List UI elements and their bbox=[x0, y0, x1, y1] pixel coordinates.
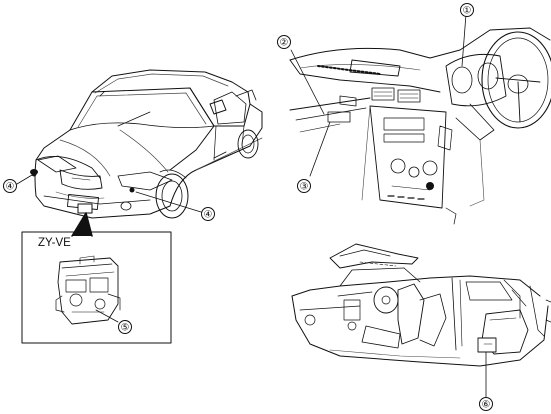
callout-1-label: ① bbox=[463, 6, 472, 17]
callout-4-right: ④ bbox=[135, 191, 215, 221]
interior-illustration bbox=[291, 243, 551, 399]
callout-5-label: ⑤ bbox=[121, 323, 130, 334]
callout-6: ⑥ bbox=[479, 397, 493, 411]
callout-4-right-label: ④ bbox=[204, 210, 213, 221]
inset-title: ZY-VE bbox=[38, 237, 71, 249]
callout-3-label: ③ bbox=[300, 182, 309, 193]
callout-3: ③ bbox=[297, 179, 311, 193]
callout-4-left: ④ bbox=[3, 174, 33, 193]
callout-2: ② bbox=[277, 35, 291, 49]
callout-2-label: ② bbox=[280, 38, 289, 49]
dashboard-illustration bbox=[289, 13, 551, 225]
callout-6-label: ⑥ bbox=[482, 400, 491, 411]
callout-5: ⑤ bbox=[118, 320, 132, 334]
callout-1: ① bbox=[460, 3, 474, 17]
car-illustration bbox=[30, 69, 263, 219]
engine-inset: ZY-VE bbox=[21, 231, 172, 344]
callout-4-left-label: ④ bbox=[6, 182, 15, 193]
